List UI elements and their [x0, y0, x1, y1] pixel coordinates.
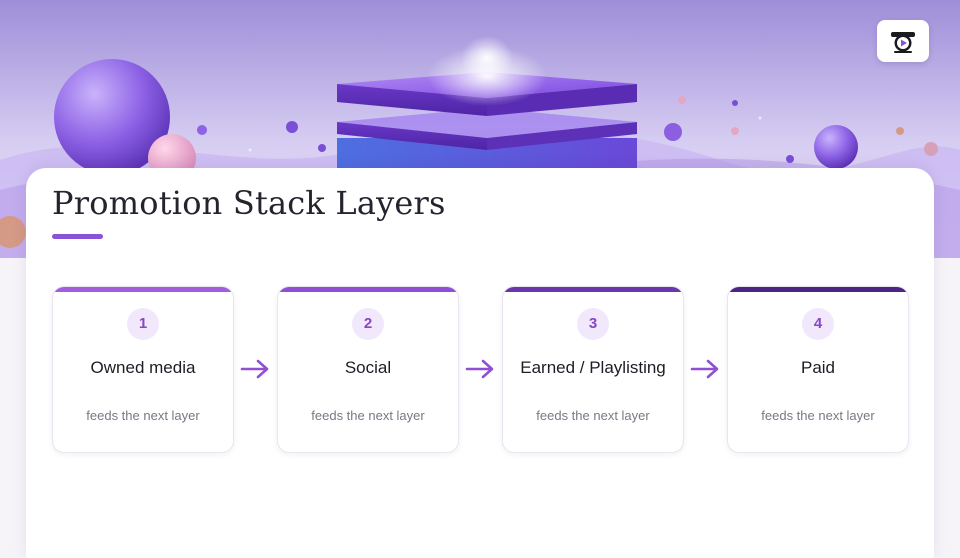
step-top-bar	[278, 287, 458, 292]
arrow-right-icon	[690, 359, 719, 379]
video-player-logo-icon	[891, 32, 915, 53]
step-label: Paid	[800, 358, 836, 377]
step-top-bar	[53, 287, 233, 292]
step-number-badge: 1	[127, 308, 159, 340]
arrow-right-icon	[240, 359, 269, 379]
step-number-badge: 4	[802, 308, 834, 340]
step-top-bar	[503, 287, 683, 292]
step-number-badge: 3	[577, 308, 609, 340]
step-label: Earned / Playlisting	[520, 358, 666, 377]
step-card-paid: 4 Paid feeds the next layer	[727, 286, 909, 453]
title-underline	[52, 234, 103, 239]
step-label: Owned media	[90, 358, 196, 377]
arrow-right-icon	[465, 359, 494, 379]
step-sublabel: feeds the next layer	[86, 408, 200, 423]
step-number-badge: 2	[352, 308, 384, 340]
step-card-earned-playlisting: 3 Earned / Playlisting feeds the next la…	[502, 286, 684, 453]
step-card-owned-media: 1 Owned media feeds the next layer	[52, 286, 234, 453]
step-label: Social	[344, 358, 392, 377]
slide-title: Promotion Stack Layers	[52, 184, 446, 222]
step-sublabel: feeds the next layer	[536, 408, 650, 423]
content-card: Promotion Stack Layers 1 Owned media fee…	[26, 168, 934, 558]
step-sublabel: feeds the next layer	[311, 408, 425, 423]
brand-logo-badge[interactable]	[877, 20, 929, 62]
step-sublabel: feeds the next layer	[761, 408, 875, 423]
step-top-bar	[728, 287, 908, 292]
step-card-social: 2 Social feeds the next layer	[277, 286, 459, 453]
